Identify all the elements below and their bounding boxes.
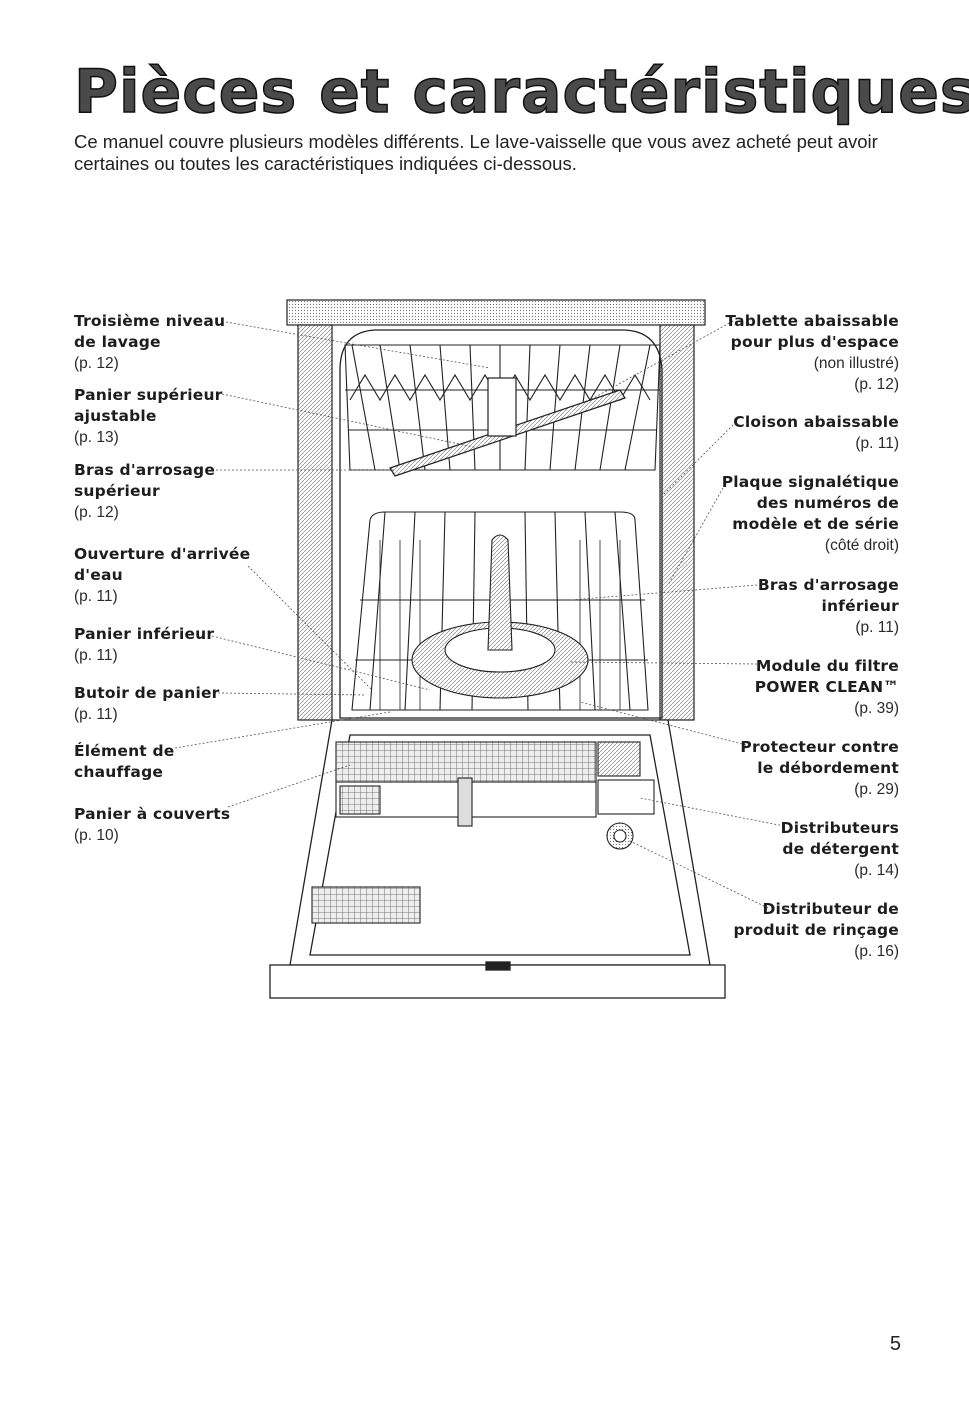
callout-page-ref: (p. 11) (74, 647, 118, 664)
callout-label: Distributeurs (780, 819, 899, 837)
callout-bras-arrosage-superieur: Bras d'arrosage supérieur (p. 12) (74, 460, 215, 523)
filter-module (411, 534, 589, 699)
callout-page-ref: (p. 14) (854, 862, 899, 879)
callout-page-ref: (p. 13) (74, 429, 119, 446)
callout-ouverture-arrivee: Ouverture d'arrivée d'eau (p. 11) (74, 544, 250, 607)
top-trim (286, 299, 706, 326)
callout-label: Ouverture d'arrivée (74, 545, 251, 563)
callout-label: de lavage (74, 333, 161, 351)
callout-protecteur-debordement: Protecteur contre le débordement (p. 29) (740, 737, 899, 800)
callout-label: Protecteur contre (740, 738, 899, 756)
leader-lines (174, 320, 785, 909)
tub-walls (297, 324, 695, 721)
callout-distributeurs-detergent: Distributeurs de détergent (p. 14) (781, 818, 899, 881)
callout-panier-inferieur: Panier inférieur (p. 11) (74, 624, 214, 666)
callout-page-ref: (p. 11) (74, 588, 118, 605)
callout-label: des numéros de (756, 494, 899, 512)
callout-bras-arrosage-inferieur: Bras d'arrosage inférieur (p. 11) (758, 575, 899, 638)
callout-label: produit de rinçage (733, 921, 899, 939)
callout-label: Cloison abaissable (733, 413, 899, 431)
door-vent (311, 886, 421, 924)
callout-page-ref: (p. 11) (74, 706, 118, 723)
page-number: 5 (889, 1333, 901, 1355)
callout-label: Troisième niveau (74, 312, 226, 330)
callout-page-ref: (p. 11) (855, 435, 899, 452)
callout-label: Panier à couverts (74, 805, 231, 823)
dispensers (597, 741, 655, 850)
callout-label: Module du filtre (755, 657, 899, 675)
callout-note: (non illustré) (813, 355, 899, 372)
callout-label: d'eau (74, 566, 123, 584)
callout-panier-superieur: Panier supérieur ajustable (p. 13) (74, 385, 223, 448)
callout-label: POWER CLEAN™ (754, 678, 899, 696)
callout-label: Bras d'arrosage (757, 576, 899, 594)
callout-element-chauffage: Élément de chauffage (74, 741, 175, 783)
callout-label: Plaque signalétique (721, 473, 899, 491)
callout-note: (côté droit) (824, 537, 899, 554)
callout-page-ref: (p. 16) (854, 943, 899, 960)
silverware-basket (335, 741, 597, 827)
callout-label: chauffage (74, 763, 164, 781)
callout-label: ajustable (74, 407, 157, 425)
callout-page-ref: (p. 39) (854, 700, 899, 717)
callout-plaque-signaletique: Plaque signalétique des numéros de modèl… (722, 472, 899, 556)
callout-module-filtre: Module du filtre POWER CLEAN™ (p. 39) (755, 656, 899, 719)
callout-page-ref: (p. 12) (74, 504, 119, 521)
callout-label: de détergent (782, 840, 899, 858)
callout-label: Tablette abaissable (725, 312, 899, 330)
callout-butoir-panier: Butoir de panier (p. 11) (74, 683, 220, 725)
callout-label: Butoir de panier (74, 684, 220, 702)
callout-label: Panier supérieur (74, 386, 223, 404)
callout-page-ref: (p. 12) (74, 355, 119, 372)
callout-page-ref: (p. 29) (854, 781, 899, 798)
callout-tablette-abaissable: Tablette abaissable pour plus d'espace (… (725, 311, 899, 395)
callout-panier-couverts: Panier à couverts (p. 10) (74, 804, 230, 846)
callout-label: inférieur (821, 597, 899, 615)
callout-page-ref: (p. 11) (855, 619, 899, 636)
callout-page-ref: (p. 10) (74, 827, 119, 844)
callout-label: Élément de (74, 742, 175, 760)
dishwasher-diagram (174, 299, 785, 999)
callout-label: supérieur (74, 482, 160, 500)
callout-distributeur-rincage: Distributeur de produit de rinçage (p. 1… (734, 899, 900, 962)
callout-label: pour plus d'espace (730, 333, 899, 351)
intro-paragraph: Ce manuel couvre plusieurs modèles diffé… (74, 131, 878, 174)
callout-label: modèle et de série (732, 515, 899, 533)
page-title: Pièces et caractéristiques (73, 57, 969, 127)
callout-label: le débordement (757, 759, 899, 777)
callout-page-ref: (p. 12) (854, 376, 899, 393)
callout-label: Panier inférieur (74, 625, 215, 643)
callout-label: Bras d'arrosage (74, 461, 216, 479)
upper-spray-arm (389, 377, 626, 477)
callout-label: Distributeur de (762, 900, 899, 918)
callout-cloison-abaissable: Cloison abaissable (p. 11) (733, 412, 899, 454)
callout-troisieme-niveau: Troisième niveau de lavage (p. 12) (74, 311, 225, 374)
